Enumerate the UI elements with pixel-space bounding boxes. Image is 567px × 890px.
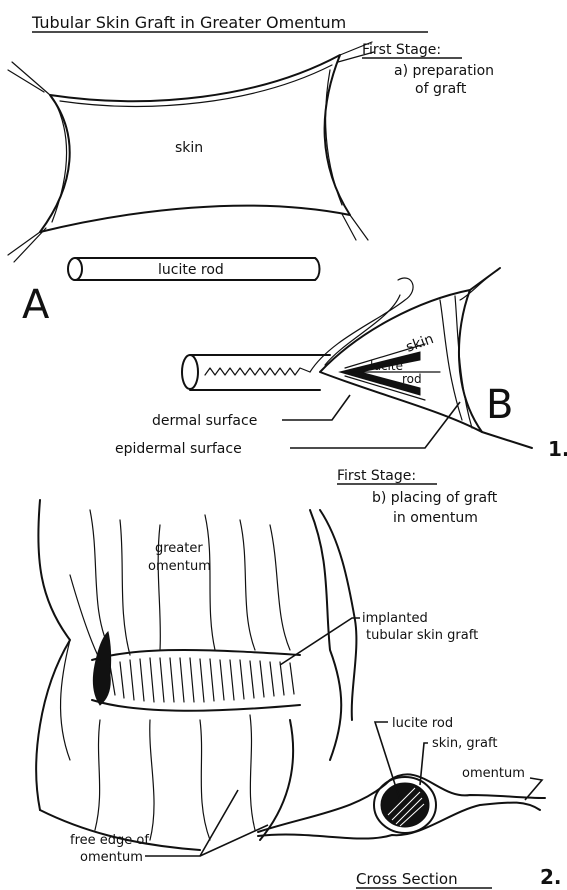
cross-section-drawing xyxy=(258,774,545,838)
stage-b-heading: First Stage: xyxy=(337,468,416,484)
stage-b-subheading-2: in omentum xyxy=(393,510,478,526)
greater-omentum-label-2: omentum xyxy=(148,559,211,574)
cross-section-caption: Cross Section xyxy=(356,870,458,888)
stage-b-subheading-1: b) placing of graft xyxy=(372,490,498,506)
implanted-graft-label-1: implanted xyxy=(362,611,428,626)
free-edge-label-2: omentum xyxy=(80,850,143,865)
stage-a-subheading-2: of graft xyxy=(415,81,467,97)
rod-label-b-2: rod xyxy=(402,372,422,386)
stage-a-subheading-1: a) preparation xyxy=(394,63,494,79)
skin-label-a: skin xyxy=(175,140,203,156)
rod-label-a: lucite rod xyxy=(158,262,224,278)
stage-a-heading: First Stage: xyxy=(362,42,441,58)
page-title: Tubular Skin Graft in Greater Omentum xyxy=(31,13,346,32)
cross-skin-graft-label: skin, graft xyxy=(432,736,497,751)
implanted-graft-leader xyxy=(280,618,360,665)
epidermal-leader xyxy=(290,402,460,448)
figure-number-2: 2. xyxy=(540,865,562,889)
rod-label-b-1: lucite xyxy=(370,359,403,373)
epidermal-surface-label: epidermal surface xyxy=(115,441,242,457)
cross-omentum-leader xyxy=(525,778,542,800)
greater-omentum-label-1: greater xyxy=(155,541,203,556)
figure-letter-b: B xyxy=(486,382,513,428)
cross-omentum-label: omentum xyxy=(462,766,525,781)
cross-rod-label: lucite rod xyxy=(392,716,453,731)
figure-letter-a: A xyxy=(22,282,50,328)
dermal-surface-label: dermal surface xyxy=(152,413,257,429)
figure-number-1: 1. xyxy=(548,437,567,461)
dermal-leader xyxy=(282,395,350,420)
free-edge-label-1: free edge of xyxy=(70,833,149,848)
implanted-graft-label-2: tubular skin graft xyxy=(366,628,478,643)
